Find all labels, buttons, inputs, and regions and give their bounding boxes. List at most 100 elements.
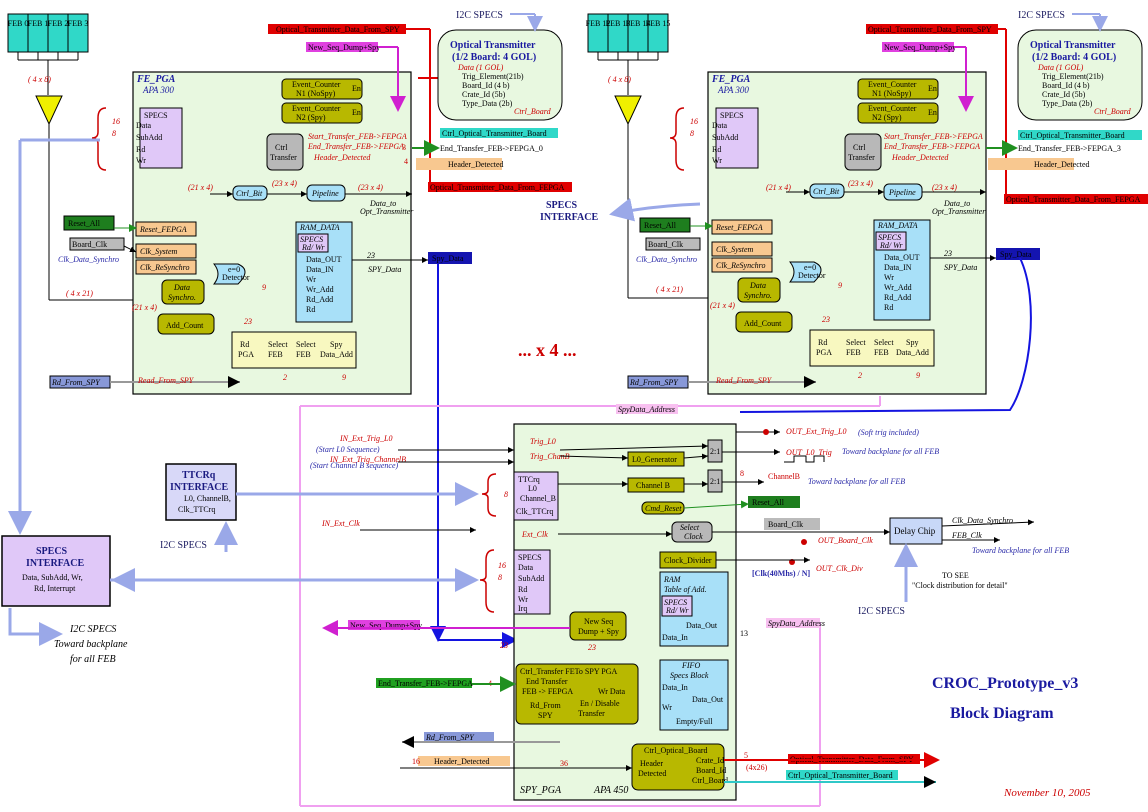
left-ec1-en: En: [352, 84, 361, 93]
left-otx-item-3: Crate_Id (5b): [462, 90, 506, 99]
spy-channel-b: Channel B: [636, 481, 670, 490]
title-date: November 10, 2005: [1003, 787, 1091, 799]
right-opt-transmitter: Opt_Transmitter: [932, 207, 986, 216]
left-ctrl-opt-board: Ctrl_Optical_Transmitter_Board: [442, 129, 547, 138]
left-ec1-l1: Event_Counter: [292, 80, 341, 89]
specs-top-l2: INTERFACE: [540, 212, 598, 223]
spy-cmd-reset: Cmd_Reset: [645, 504, 682, 513]
right-sel-1: PGA: [816, 348, 832, 357]
spy-ext-clk: Ext_Clk: [521, 530, 548, 539]
right-ram-rw: Rd/ Wr: [879, 241, 903, 250]
right-specs-port-2: Rd: [712, 145, 721, 154]
left-opt-transmitter: Opt_Transmitter: [360, 207, 414, 216]
left-n23: 23: [367, 251, 375, 260]
right-specs-port-3: Wr: [712, 156, 722, 165]
right-ram-port-3: Wr_Add: [884, 283, 912, 292]
right-otx-item-4: Type_Data (2b): [1042, 99, 1093, 108]
left-specs-n8: 8: [112, 129, 116, 138]
spy-in-ext-trig-l0: IN_Ext_Trig_L0: [339, 434, 392, 443]
right-ds-l2: Synchro.: [744, 291, 772, 300]
right-sel-2: Select: [846, 338, 866, 347]
spy-clock-dist: "Clock distribution for detail": [912, 581, 1008, 590]
left-ram-port-1: Data_IN: [306, 265, 334, 274]
left-ram-port-5: Rd: [306, 305, 315, 314]
feb-label-1: FEB 1: [28, 19, 49, 28]
left-fe-group: FEB 0 FEB 1 FEB 2 FEB 3 ( 4 x 8) FE_PGA …: [7, 10, 572, 395]
right-spy-data: SPY_Data: [944, 263, 977, 272]
left-ec2-l2: N2 (Spy): [296, 113, 326, 122]
right-otx-i2c: I2C SPECS: [1018, 10, 1065, 21]
spy-start-l0: (Start L0 Sequence): [316, 445, 380, 454]
spy-ct-transfer: Transfer: [578, 709, 605, 718]
left-sel-3: FEB: [268, 350, 283, 359]
left-specs-block: [139, 107, 183, 169]
spy-pga-chip: APA 450: [593, 785, 628, 796]
spy-n4x26: (4x26): [746, 763, 768, 772]
i2c-mid-left: I2C SPECS: [160, 540, 207, 551]
spy-select-l1: Select: [680, 523, 700, 532]
left-specs-port-subadd: SubAdd: [136, 133, 162, 142]
right-n23-b: 23: [822, 315, 830, 324]
right-ec1-l1: Event_Counter: [868, 80, 917, 89]
right-ec2-l2: N2 (Spy): [872, 113, 902, 122]
left-bus-21x4-b: (21 x 4): [132, 303, 157, 312]
delay-chip-label: Delay Chip: [894, 526, 936, 536]
left-ec1-l2: N1 (NoSpy): [296, 89, 336, 98]
spy-ttcrq-title: TTCrq: [518, 475, 540, 484]
left-optical-transmitter: [437, 29, 563, 121]
spy-soft-trig: (Soft trig included): [858, 428, 919, 437]
spy-n13: 13: [740, 629, 748, 638]
left-ec2-en: En: [352, 108, 361, 117]
left-select-box: [231, 331, 357, 369]
left-reset-all: Reset_All: [68, 219, 101, 228]
center-x4-label: ... x 4 ...: [518, 340, 577, 360]
right-clk-data-synchro: Clk_Data_Synchro: [636, 255, 697, 264]
spy-pga-group: SPY_PGA APA 450 TTCrq L0 Channel_B Clk_T…: [479, 423, 737, 801]
spy-specs-port-2: Rd: [518, 585, 527, 594]
spy-n5: 5: [744, 751, 748, 760]
spy-ttcrq-n8: 8: [504, 490, 508, 499]
spy-cob-port-0: Crate_Id: [696, 756, 724, 765]
spy-fifo-sub: Specs Block: [670, 671, 709, 680]
spy-start-chb: (Start Channel B sequence): [310, 461, 399, 470]
ttcrq-l2: INTERFACE: [170, 482, 228, 493]
right-bus-4x21: ( 4 x 21): [656, 285, 683, 294]
right-ram-port-4: Rd_Add: [884, 293, 911, 302]
spy-clk-data-synchro: Clk_Data_Synchro: [952, 516, 1013, 525]
spy-ttcrq-port-1: Channel_B: [520, 494, 556, 503]
left-ram-title: RAM_DATA: [299, 223, 340, 232]
i2c-bl-l1: I2C SPECS: [69, 624, 116, 635]
right-sel-0: Rd: [818, 338, 827, 347]
spy-cob-header: Header: [640, 759, 663, 768]
spy-in-ext-clk: IN_Ext_Clk: [321, 519, 360, 528]
left-specs-title: SPECS: [144, 111, 168, 120]
left-detector: [212, 263, 246, 285]
left-n2: 2: [283, 373, 287, 382]
left-otx-subtitle: (1/2 Board: 4 GOL): [452, 52, 536, 63]
spy-header-detected: Header_Detected: [434, 757, 490, 766]
right-otx-ctrl: Ctrl_Board: [1094, 107, 1132, 116]
left-ctrl-l2: Transfer: [270, 153, 297, 162]
left-n3: 3: [402, 143, 406, 152]
right-new-seq-dump: New_Seq_Dump+Spy: [884, 43, 956, 52]
right-data-to: Data_to: [943, 199, 970, 208]
left-ec2-l1: Event_Counter: [292, 104, 341, 113]
spy-specs-title: SPECS: [518, 553, 542, 562]
left-pipeline-label: Pipeline: [311, 189, 339, 198]
i2c-bl-l2: Toward backplane: [54, 639, 128, 650]
right-otx-item-0: Data (1 GOL): [1037, 63, 1084, 72]
right-specs-port-1: SubAdd: [712, 133, 738, 142]
right-detector-l1: e=0: [804, 263, 816, 272]
left-data-synchro: [161, 279, 205, 305]
spy-end-transfer-in: End_Transfer_FEB->FEPGA: [378, 679, 473, 688]
left-n9-b: 9: [342, 373, 346, 382]
left-buffer-triangle: [35, 95, 63, 126]
right-otx-subtitle: (1/2 Board: 4 GOL): [1032, 52, 1116, 63]
spy-specs-port-4: Irq: [518, 604, 527, 613]
left-otx-item-0: Data (1 GOL): [457, 63, 504, 72]
right-rd-from-spy: Rd_From_SPY: [629, 378, 679, 387]
right-otx-title: Optical Transmitter: [1030, 40, 1116, 51]
right-sel-7: Data_Add: [896, 348, 929, 357]
right-reset-all: Reset_All: [644, 221, 677, 230]
left-start-transfer: Start_Transfer_FEB->FEPGA: [308, 132, 407, 141]
